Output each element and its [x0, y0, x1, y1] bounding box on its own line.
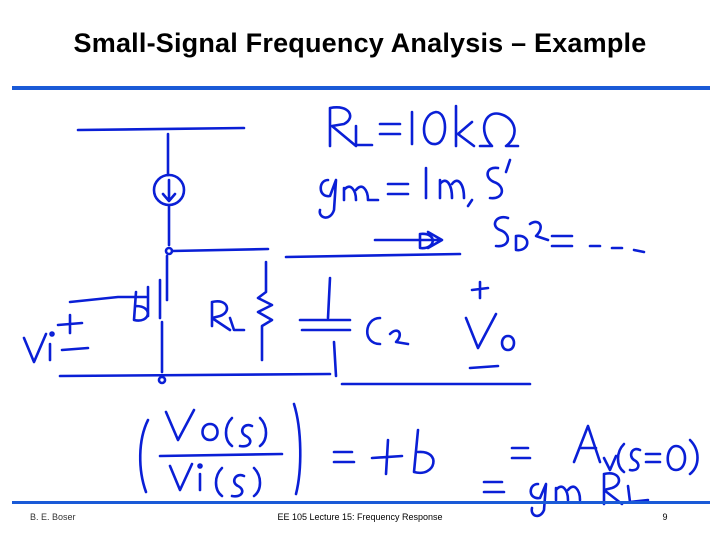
- footer-divider: [12, 501, 710, 504]
- rl-label-ink: [210, 299, 246, 332]
- d-note-ink: [418, 215, 646, 254]
- cl-label-ink: [365, 316, 410, 346]
- cap-bottom-wire: [332, 340, 338, 378]
- ground-node: [157, 375, 167, 385]
- input-plus: [56, 313, 84, 335]
- vo-label-ink: [464, 312, 516, 352]
- vo-minus: [468, 364, 500, 370]
- input-minus: [60, 346, 90, 352]
- slide-title: Small-Signal Frequency Analysis – Exampl…: [73, 28, 647, 58]
- page-number: 9: [662, 512, 668, 522]
- output-wire: [170, 247, 270, 253]
- supply-rail: [76, 126, 246, 132]
- vo-plus: [470, 280, 490, 300]
- footer-author: B. E. Boser: [30, 512, 76, 522]
- load-resistor: [256, 260, 274, 362]
- rl-value-ink: [328, 104, 520, 148]
- gm-value-ink: [318, 158, 512, 219]
- circuit-schematic: [56, 126, 532, 386]
- footer-course: EE 105 Lecture 15: Frequency Response: [277, 512, 443, 522]
- transfer-function-ink: [138, 402, 699, 518]
- b-label-ink: [132, 290, 150, 322]
- arrow-line: [373, 230, 444, 250]
- cap-top-wire: [326, 276, 332, 320]
- current-source-icon: [152, 173, 186, 207]
- vi-label-ink: [22, 331, 55, 364]
- output-top-rail: [284, 252, 462, 259]
- ground-rail: [58, 372, 332, 378]
- title-divider: [12, 86, 710, 90]
